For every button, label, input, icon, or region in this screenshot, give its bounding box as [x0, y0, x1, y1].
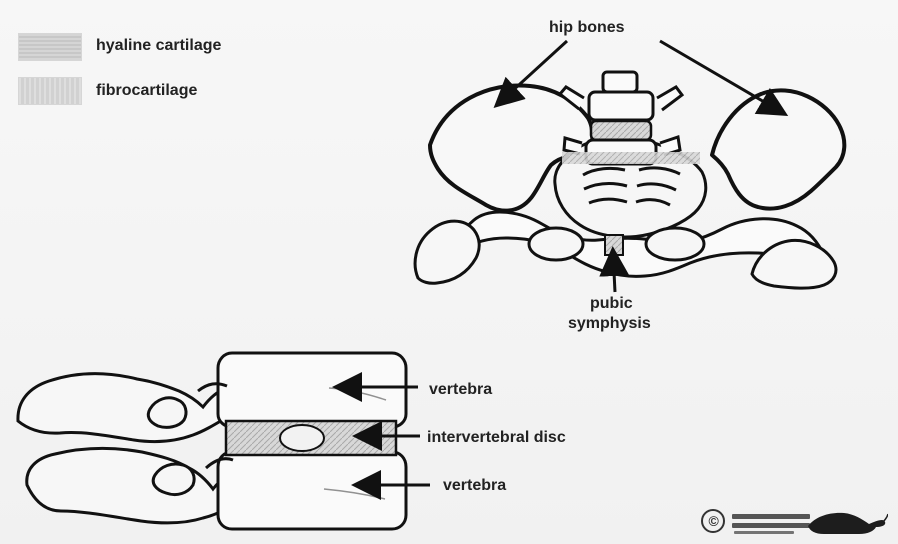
- lower-vertebral-body: [218, 452, 406, 529]
- intervertebral-disc-label: intervertebral disc: [427, 430, 566, 446]
- right-obturator-foramen: [646, 228, 704, 260]
- pubic-symphysis-arrow: [613, 252, 615, 292]
- pubic-label-line-1: pubic: [590, 296, 633, 312]
- left-obturator-foramen: [529, 228, 583, 260]
- vertebra-bottom-label: vertebra: [443, 478, 506, 494]
- brand-logo: ©: [698, 504, 888, 538]
- right-hip-bone: [712, 90, 844, 208]
- hip-bones-label: hip bones: [549, 20, 625, 36]
- nucleus-pulposus: [280, 425, 324, 451]
- pubic-label-line-2: symphysis: [568, 316, 651, 332]
- left-ischium: [415, 221, 479, 283]
- logo-wordmark: [732, 514, 810, 534]
- copyright-icon: ©: [709, 513, 720, 529]
- rodent-silhouette-icon: [808, 513, 885, 534]
- pelvis-illustration: [415, 41, 844, 292]
- vertebra-illustration: [18, 353, 430, 529]
- facet-joint-lower: [153, 464, 194, 495]
- vertebra-top-label: vertebra: [429, 382, 492, 398]
- facet-joint-upper: [148, 398, 186, 428]
- right-hip-arrow: [660, 41, 783, 113]
- upper-vertebral-body: [218, 353, 406, 427]
- sacral-fibrocartilage-band: [562, 152, 700, 164]
